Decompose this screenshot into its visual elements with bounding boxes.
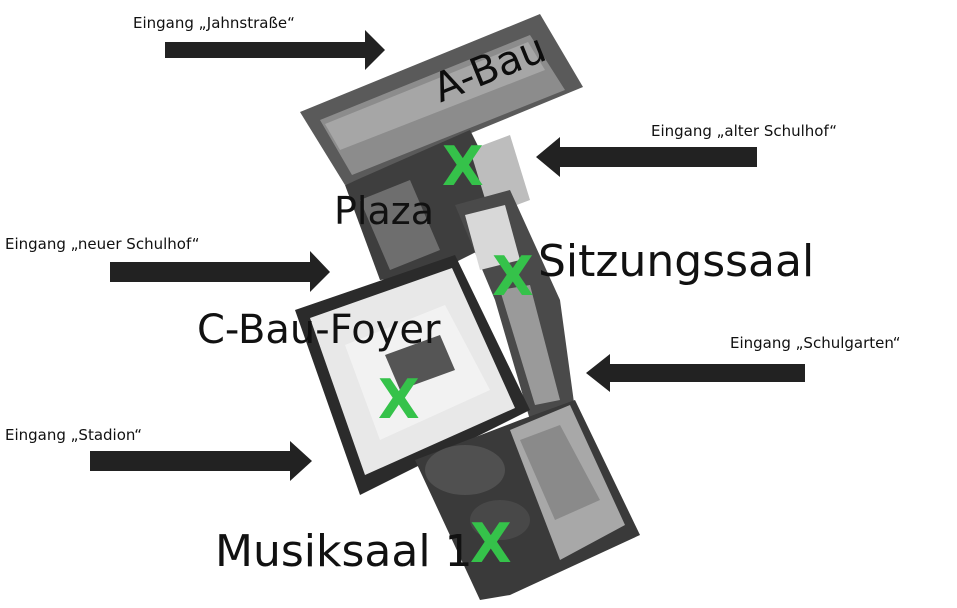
building-complex (295, 14, 640, 600)
entrance-label-stadion: Eingang „Stadion“ (5, 426, 143, 444)
marker-sitzungssaal: X (492, 245, 534, 308)
arrow-jahnstrasse (165, 30, 385, 70)
entrance-label-jahnstrasse: Eingang „Jahnstraße“ (133, 14, 295, 32)
arrow-schulgarten (586, 354, 805, 392)
marker-c-bau-foyer: X (378, 368, 420, 431)
entrance-label-schulgarten: Eingang „Schulgarten“ (730, 334, 901, 352)
arrow-alter-schulhof (536, 137, 757, 177)
entrance-label-neuer-schulhof: Eingang „neuer Schulhof“ (5, 235, 200, 253)
entrance-label-alter-schulhof: Eingang „alter Schulhof“ (651, 122, 837, 140)
marker-musiksaal: X (470, 512, 512, 575)
entrance-arrows (90, 30, 805, 481)
room-label-c-bau-foyer: C-Bau-Foyer (197, 307, 441, 353)
marker-plaza: X (442, 135, 484, 198)
arrow-neuer-schulhof (110, 251, 330, 292)
room-label-plaza: Plaza (334, 189, 434, 233)
arrow-stadion (90, 441, 312, 481)
room-label-musiksaal: Musiksaal 1 (215, 526, 473, 577)
room-label-sitzungssaal: Sitzungssaal (538, 236, 815, 287)
